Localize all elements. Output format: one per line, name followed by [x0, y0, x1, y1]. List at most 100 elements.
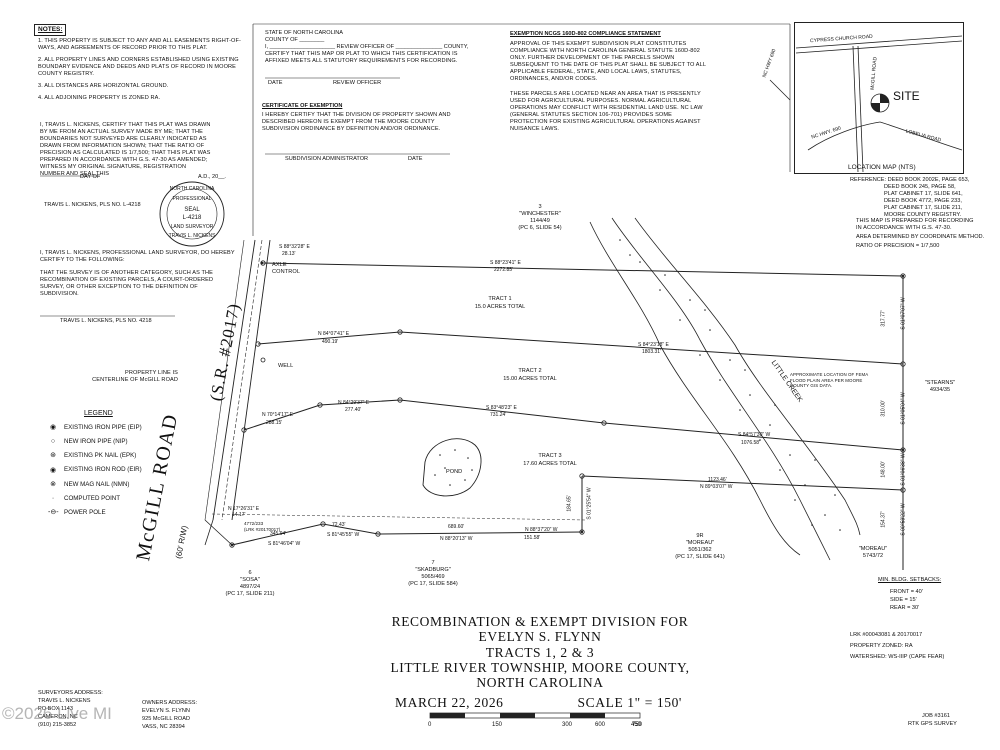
bearing-label: S 81°45'55" W — [327, 532, 360, 538]
reference-line: MOORE COUNTY REGISTRY. — [884, 212, 962, 218]
legend: LEGEND ◉EXISTING IRON PIPE (EIP) ○NEW IR… — [48, 410, 188, 523]
adjoiner-line: "MOREAU" — [685, 540, 715, 546]
review-county: COUNTY OF ________ — [265, 37, 325, 43]
adjoiner-line: (PC 17, SLIDE 641) — [675, 554, 725, 560]
adjoiner-sosa: 6 "SOSA" 4897/24 (PC 17, SLIDE 211) — [215, 570, 285, 598]
notes-heading: NOTES: — [38, 26, 63, 33]
seal-text-bottom: TRAVIS L. NICKENS — [168, 233, 216, 239]
surveyor-address-line: CAMERON, NC — [38, 714, 78, 720]
exemption-date-label: DATE — [408, 156, 423, 162]
adjoiner-line: 3 — [538, 204, 542, 210]
tract2-label: TRACT 2 — [518, 368, 542, 374]
owner-address-line: VASS, NC 28394 — [142, 724, 185, 730]
watershed-line: WATERSHED: WS-IIIP (CAPE FEAR) — [850, 654, 945, 660]
survey-date: MARCH 22, 2026 — [395, 695, 504, 710]
lrk-reference: (LRK #20170017) — [244, 527, 281, 532]
distance-label: 288.15' — [266, 420, 283, 426]
legend-label: NEW MAG NAIL (NMN) — [64, 480, 130, 488]
bearing-label: S 88°32'28" E — [279, 244, 310, 250]
pk-nail-icon: ⊛ — [50, 452, 56, 459]
bearing-label: S 01°06'38" W — [900, 453, 907, 486]
legend-item: ◉EXISTING IRON ROD (EIR) — [48, 466, 188, 474]
distance-label: 28.13' — [282, 251, 296, 257]
setback-side: SIDE = 15' — [890, 597, 917, 603]
existing-iron-pipe-icon: ◉ — [49, 424, 57, 431]
adjoiner-line: "MOREAU" — [858, 546, 888, 552]
exemption-text: I HEREBY CERTIFY THAT THE DIVISION OF PR… — [262, 112, 451, 132]
admin-label: SUBDIVISION ADMINISTRATOR — [285, 156, 369, 162]
note-item: 1. THIS PROPERTY IS SUBJECT TO ANY AND A… — [38, 38, 241, 51]
line-tract2-3 — [243, 399, 904, 451]
zoning-line: PROPERTY ZONED: RA — [850, 643, 913, 649]
distance-label: 1123.46' — [708, 477, 727, 483]
scale-tick: 0 — [428, 722, 432, 728]
area-note: AREA DETERMINED BY COORDINATE METHOD. — [856, 234, 985, 240]
bearing-label: N 88°20'13" W — [440, 536, 473, 542]
adjoiner-line: "SKADBURG" — [415, 567, 451, 573]
setback-front: FRONT = 40' — [890, 589, 923, 595]
creek-east-edge — [611, 217, 831, 561]
distance-label: 148.00' — [880, 461, 887, 478]
creek-west-edge — [589, 221, 801, 556]
distance-label: 1076.58' — [741, 440, 761, 446]
distance-label: 184.65' — [566, 495, 573, 512]
date-scale-line: MARCH 22, 2026 SCALE 1" = 150' — [395, 695, 682, 711]
note-item: 2. ALL PROPERTY LINES AND CORNERS ESTABL… — [38, 57, 239, 77]
adjoiner-line: 5065/469 — [421, 574, 445, 580]
distance-label: 689.60' — [448, 524, 465, 530]
tract3-area: 17.60 ACRES TOTAL — [523, 461, 577, 467]
review-line2: CERTIFY THAT THIS MAP OR PLAT TO WHICH T… — [265, 51, 458, 64]
reference-line: DEED BOOK 4772, PAGE 233, — [884, 198, 962, 204]
adjoiner-line: "SOSA" — [240, 577, 260, 583]
legend-label: COMPUTED POINT — [64, 494, 121, 502]
distance-label: 2272.85' — [494, 267, 514, 273]
bearing-label: N 84°07'41" E — [318, 331, 350, 337]
prepared-note: THIS MAP IS PREPARED FOR RECORDING IN AC… — [856, 218, 974, 231]
seal-text-top: NORTH CAROLINA — [169, 186, 215, 192]
scale-tick: 450 — [631, 722, 642, 728]
site-label: SITE — [893, 89, 920, 103]
flood-note: APPROXIMATE LOCATION OF FEMA FLOOD PLAIN… — [790, 372, 869, 388]
distance-label: 310.00' — [880, 400, 887, 417]
seal-text: L-4218 — [182, 215, 202, 221]
adjoiner-line: "WINCHESTER" — [519, 211, 561, 217]
ratio-note: RATIO OF PRECISION = 1/7,500 — [856, 243, 940, 249]
note-item: 3. ALL DISTANCES ARE HORIZONTAL GROUND. — [38, 83, 169, 89]
bearing-label: S 00°59'22" W — [900, 503, 907, 536]
legend-label: EXISTING PK NAIL (EPK) — [64, 451, 137, 459]
legend-item: ⊛ EXISTING PK NAIL (EPK) — [48, 451, 188, 460]
title-block: RECOMBINATION & EXEMPT DIVISION FOR EVEL… — [330, 614, 750, 690]
power-pole-icon: -⊖- — [48, 509, 59, 516]
notes-frame — [34, 24, 66, 36]
seal-text: LAND SURVEYOR — [170, 224, 214, 230]
adjoiner-line: 1144/49 — [530, 218, 550, 224]
distance-label: 154.37' — [880, 511, 887, 528]
adjoiner-line: (PC 17, SLIDE 584) — [408, 581, 458, 587]
second-certificate-detail: THAT THE SURVEY IS OF ANOTHER CATEGORY, … — [40, 270, 214, 297]
line-tract1-2 — [257, 331, 904, 365]
adjoiner-stearns: "STEARNS" 4934/35 — [915, 380, 965, 394]
bearing-label: S 84°57'30" W — [738, 432, 771, 438]
boundary-south — [231, 523, 583, 546]
scale-text: SCALE 1" = 150' — [577, 695, 682, 710]
computed-point-icon: · — [51, 494, 55, 502]
review-officer-label: REVIEW OFFICER — [333, 80, 382, 86]
adjoiner-moreau: 9R "MOREAU" 5051/362 (PC 17, SLIDE 641) — [665, 533, 735, 561]
title-line: LITTLE RIVER TOWNSHIP, MOORE COUNTY, — [390, 659, 690, 675]
adjoiner-line: "STEARNS" — [924, 380, 956, 386]
tract1-area: 15.0 ACRES TOTAL — [474, 304, 526, 310]
adjoiner-line: 9R — [696, 533, 704, 539]
boundary-top — [262, 262, 904, 277]
seal-text: PROFESSIONAL — [172, 196, 212, 202]
watermark: ©2026 Live MI — [2, 704, 112, 723]
road-edge-west — [212, 239, 256, 521]
bearing-label: S 01°07'07" W — [900, 297, 907, 330]
pond-outline — [422, 438, 482, 497]
legend-label: NEW IRON PIPE (NIP) — [64, 437, 128, 445]
distance-label: 731.24' — [490, 412, 507, 418]
review-date-label: DATE — [268, 80, 283, 86]
scale-tick: 150 — [492, 722, 503, 728]
scale-tick: 600 — [595, 722, 606, 728]
